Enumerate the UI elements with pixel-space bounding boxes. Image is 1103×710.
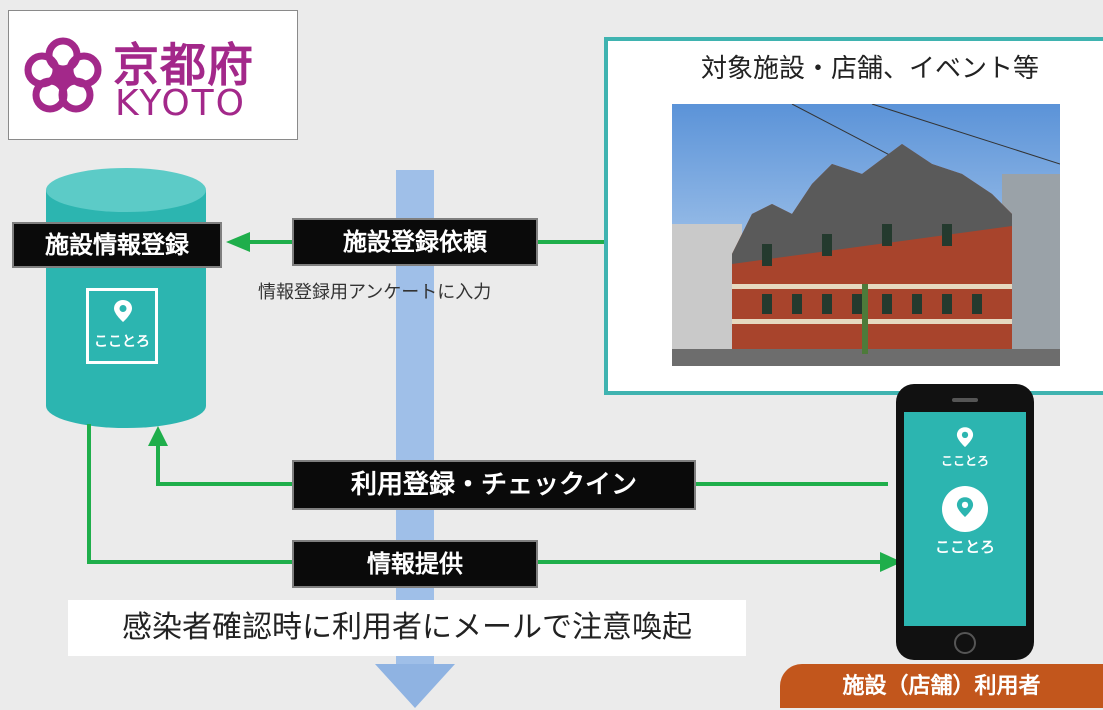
information-provision-arrow <box>87 424 902 572</box>
location-pin-icon <box>956 427 974 447</box>
facility-panel-title: 対象施設・店舗、イベント等 <box>700 54 1039 84</box>
smartphone: こことろ こことろ <box>896 384 1034 660</box>
phone-speaker <box>952 398 978 402</box>
location-pin-icon <box>956 497 974 517</box>
app-name-label: こことろ <box>94 334 150 350</box>
information-provision-label: 情報提供 <box>292 540 538 588</box>
phone-screen: こことろ こことろ <box>904 412 1026 626</box>
facility-info-registration-label: 施設情報登録 <box>12 222 222 268</box>
facility-registration-request-label: 施設登録依頼 <box>292 218 538 266</box>
facility-building-photo <box>672 104 1060 366</box>
app-icon-circle <box>942 486 988 532</box>
facility-user-tab: 施設（店舗）利用者 <box>780 664 1103 708</box>
infection-warning-note: 感染者確認時に利用者にメールで注意喚起 <box>68 600 746 656</box>
location-pin-icon <box>114 300 132 322</box>
logo-text-en: KYOTO <box>115 83 247 124</box>
app-name-large: こことろ <box>934 538 995 556</box>
kyoto-logo: 京都府 KYOTO <box>8 10 298 140</box>
app-name-small: こことろ <box>940 454 989 468</box>
kyoto-crest-icon <box>24 37 102 113</box>
survey-input-note: 情報登録用アンケートに入力 <box>258 282 492 303</box>
usage-registration-checkin-label: 利用登録・チェックイン <box>292 460 696 510</box>
logo-text-ja: 京都府 <box>113 38 254 92</box>
phone-home-button <box>954 632 976 654</box>
app-badge-database: こことろ <box>86 288 158 364</box>
